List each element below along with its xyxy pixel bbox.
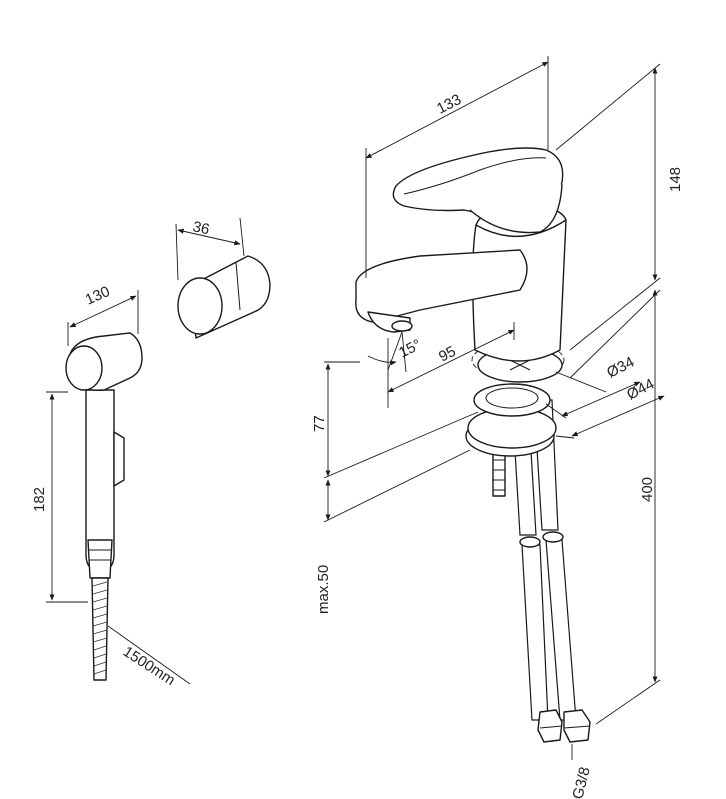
dim-400: 400 (639, 477, 656, 502)
dim-15-degrees: 15° (396, 336, 424, 361)
hygienic-shower: 130 182 1500mm (31, 283, 191, 689)
dim-1500mm: 1500mm (120, 643, 178, 689)
dim-130: 130 (83, 283, 113, 309)
dim-36: 36 (191, 218, 211, 238)
dim-diameter-34: Ø34 (604, 354, 637, 382)
shower-hose-coils (92, 581, 108, 675)
dim-g3-8: G3/8 (569, 765, 593, 799)
hose-nuts (537, 709, 591, 743)
dim-182: 182 (31, 487, 48, 512)
dim-77: 77 (311, 415, 328, 432)
basin-mixer: 133 148 400 95 15° 77 max.50 Ø (311, 56, 684, 799)
dim-max-50: max.50 (315, 565, 332, 614)
shower-holder: 36 (175, 217, 271, 339)
dim-95: 95 (436, 343, 459, 366)
dim-148: 148 (667, 167, 684, 192)
dim-diameter-44: Ø44 (624, 376, 657, 404)
dim-133: 133 (434, 91, 464, 118)
